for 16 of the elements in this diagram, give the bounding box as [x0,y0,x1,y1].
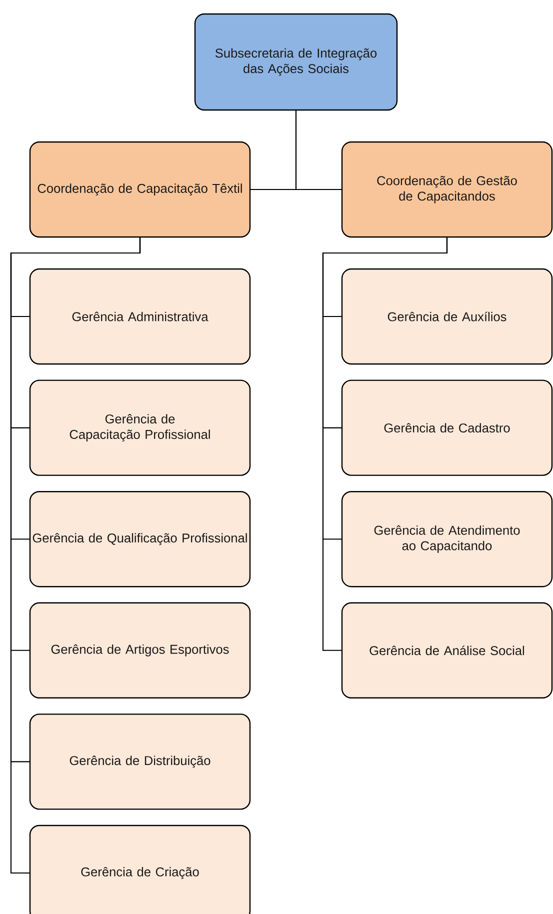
department-box: Coordenação de Gestão de Capacitandos [341,141,553,238]
unit-box: Gerência de Criação [29,824,251,914]
unit-box: Gerência de Auxílios [341,268,553,365]
department-box: Coordenação de Capacitação Têxtil [29,141,251,238]
unit-box: Gerência de Atendimento ao Capacitando [341,491,553,588]
unit-box: Gerência de Cadastro [341,380,553,476]
unit-box: Gerência de Qualificação Profissional [29,491,251,588]
unit-box: Gerência de Artigos Esportivos [29,602,251,698]
department-box: Subsecretaria de Integração das Ações Sociais [194,13,398,111]
unit-box: Gerência de Distribuição [29,714,251,810]
connector-line [322,237,448,651]
unit-box: Gerência Administrativa [29,268,251,365]
connector-line [10,237,141,874]
connector-line [295,110,342,190]
unit-box: Gerência de Capacitação Profissional [29,380,251,476]
unit-box: Gerência de Análise Social [341,602,553,698]
